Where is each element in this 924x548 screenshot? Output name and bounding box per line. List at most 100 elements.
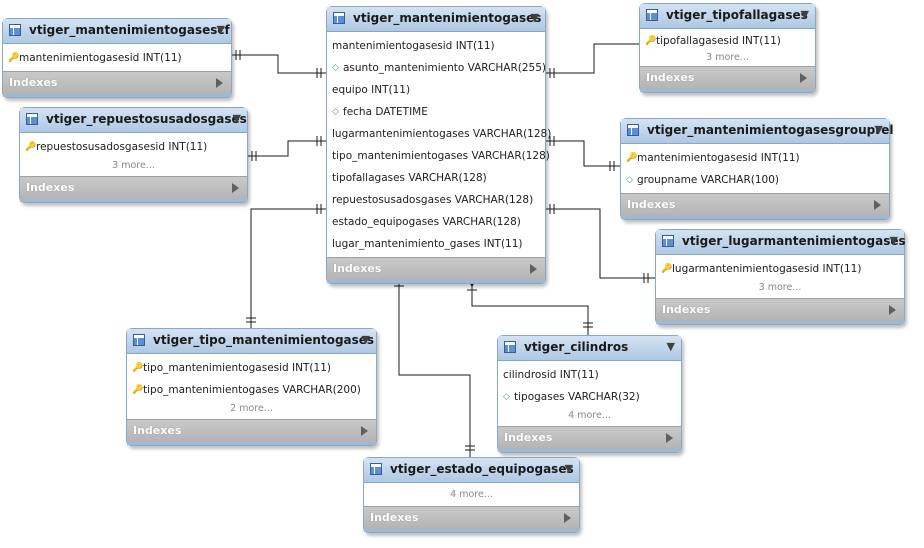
column-row[interactable]: lugar_mantenimiento_gases INT(11) xyxy=(327,233,545,255)
expand-triangle-icon[interactable] xyxy=(874,200,881,210)
column-row[interactable]: estado_equipogases VARCHAR(128) xyxy=(327,211,545,233)
expand-triangle-icon[interactable] xyxy=(530,264,537,274)
table-footer xyxy=(127,442,376,445)
column-label: tipo_mantenimientogasesid INT(11) xyxy=(143,362,331,374)
more-columns-link[interactable]: 4 more... xyxy=(450,489,493,500)
column-row[interactable]: equipo INT(11) xyxy=(327,79,545,101)
more-columns-link[interactable]: 3 more... xyxy=(758,282,802,293)
primary-key-icon: 🔑 xyxy=(645,36,657,46)
more-columns-link[interactable]: 2 more... xyxy=(230,403,273,414)
table-vtiger-mantenimientogasesgrouprel[interactable]: vtiger_mantenimientogasesgrouprel ▼ 🔑man… xyxy=(620,118,893,220)
collapse-arrow-icon[interactable]: ▼ xyxy=(874,123,883,136)
table-header[interactable]: vtiger_tipo_mantenimientogases ▼ xyxy=(127,329,376,354)
collapse-arrow-icon[interactable]: ▼ xyxy=(564,462,573,475)
column-row[interactable]: 🔑repuestosusadosgasesid INT(11) xyxy=(20,136,247,158)
relation-marker xyxy=(251,151,257,161)
column-list: cilindrosid INT(11) ◇tipogases VARCHAR(3… xyxy=(498,361,681,426)
table-name: vtiger_tipofallagases xyxy=(666,8,808,22)
collapse-arrow-icon[interactable]: ▼ xyxy=(232,112,241,125)
indexes-label: Indexes xyxy=(504,431,553,444)
table-name: vtiger_estado_equipogases xyxy=(390,462,574,476)
column-row[interactable]: tipofallagases VARCHAR(128) xyxy=(327,167,545,189)
column-row[interactable]: lugarmantenimientogases VARCHAR(128) xyxy=(327,123,551,145)
table-vtiger-cilindros[interactable]: vtiger_cilindros ▼ cilindrosid INT(11) ◇… xyxy=(497,335,682,453)
indexes-section[interactable]: Indexes xyxy=(498,426,681,449)
expand-triangle-icon[interactable] xyxy=(666,433,673,443)
table-header[interactable]: vtiger_repuestosusadosgases ▼ xyxy=(20,108,247,133)
expand-triangle-icon[interactable] xyxy=(889,305,896,315)
relation-line-cilindros xyxy=(471,276,589,335)
table-header[interactable]: vtiger_cilindros ▼ xyxy=(498,336,681,361)
relation-marker xyxy=(246,317,256,323)
indexes-label: Indexes xyxy=(26,181,75,194)
primary-key-icon: 🔑 xyxy=(661,264,673,274)
column-row[interactable]: mantenimientogasesid INT(11) xyxy=(327,35,545,57)
expand-triangle-icon[interactable] xyxy=(361,426,368,436)
more-columns-link[interactable]: 3 more... xyxy=(112,160,155,171)
indexes-section[interactable]: Indexes xyxy=(20,176,247,199)
column-row[interactable]: ◇asunto_mantenimiento VARCHAR(255) xyxy=(327,57,546,79)
table-header[interactable]: vtiger_mantenimientogasesgrouprel ▼ xyxy=(621,119,893,144)
expand-triangle-icon[interactable] xyxy=(564,513,571,523)
table-vtiger-mantenimientogases[interactable]: vtiger_mantenimientogases ▼ mantenimient… xyxy=(326,6,551,284)
column-row[interactable]: cilindrosid INT(11) xyxy=(498,364,681,386)
column-label: fecha DATETIME xyxy=(343,106,428,118)
relation-marker xyxy=(609,161,615,171)
table-name: vtiger_repuestosusadosgases xyxy=(46,112,247,126)
relation-marker xyxy=(316,136,322,146)
collapse-arrow-icon[interactable]: ▼ xyxy=(361,333,370,346)
column-row[interactable]: repuestosusadosgases VARCHAR(128) xyxy=(327,189,545,211)
collapse-arrow-icon[interactable]: ▼ xyxy=(889,234,898,247)
expand-triangle-icon[interactable] xyxy=(800,73,807,83)
indexes-section[interactable]: Indexes xyxy=(656,298,904,321)
table-header[interactable]: vtiger_lugarmantenimientogases ▼ xyxy=(656,230,906,255)
column-label: cilindrosid INT(11) xyxy=(503,369,599,381)
table-icon xyxy=(646,9,658,21)
table-name: vtiger_lugarmantenimientogases xyxy=(682,234,906,248)
column-label: tipogases VARCHAR(32) xyxy=(514,391,640,403)
table-header[interactable]: vtiger_estado_equipogases ▼ xyxy=(364,458,579,483)
table-name: vtiger_cilindros xyxy=(524,340,629,354)
column-row[interactable]: 🔑tipo_mantenimientogases VARCHAR(200) xyxy=(127,379,376,401)
more-columns-link[interactable]: 3 more... xyxy=(706,52,749,63)
collapse-arrow-icon[interactable]: ▼ xyxy=(800,8,809,21)
column-row[interactable]: 🔑lugarmantenimientogasesid INT(11) xyxy=(656,258,904,280)
indexes-section[interactable]: Indexes xyxy=(364,506,579,529)
table-vtiger-estado-equipogases[interactable]: vtiger_estado_equipogases ▼ 4 more... In… xyxy=(363,457,580,533)
table-header[interactable]: vtiger_tipofallagases ▼ xyxy=(640,4,815,29)
column-row[interactable]: ◇fecha DATETIME xyxy=(327,101,545,123)
relation-line-tipo-mant xyxy=(250,208,326,328)
table-footer xyxy=(3,94,231,97)
table-vtiger-lugarmantenimientogases[interactable]: vtiger_lugarmantenimientogases ▼ 🔑lugarm… xyxy=(655,229,906,325)
column-row[interactable]: ◇groupname VARCHAR(100) xyxy=(621,169,889,191)
nonkey-diamond-icon: ◇ xyxy=(626,175,633,185)
more-columns-link[interactable]: 4 more... xyxy=(568,410,611,421)
table-vtiger-mantenimientogasescf[interactable]: vtiger_mantenimientogasescf ▼ 🔑mantenimi… xyxy=(2,18,232,98)
column-row[interactable]: 🔑mantenimientogasesid INT(11) xyxy=(621,147,889,169)
indexes-section[interactable]: Indexes xyxy=(3,71,231,94)
column-list: 🔑repuestosusadosgasesid INT(11) 3 more..… xyxy=(20,133,247,176)
column-row[interactable]: 🔑tipo_mantenimientogasesid INT(11) xyxy=(127,357,376,379)
collapse-arrow-icon[interactable]: ▼ xyxy=(216,23,225,36)
expand-triangle-icon[interactable] xyxy=(216,78,223,88)
relation-line-tipofalla xyxy=(545,43,639,74)
table-header[interactable]: vtiger_mantenimientogases ▼ xyxy=(327,7,545,32)
collapse-arrow-icon[interactable]: ▼ xyxy=(666,340,675,353)
indexes-section[interactable]: Indexes xyxy=(640,66,815,89)
column-label: repuestosusadosgasesid INT(11) xyxy=(36,141,208,153)
indexes-section[interactable]: Indexes xyxy=(127,419,376,442)
indexes-section[interactable]: Indexes xyxy=(621,193,889,216)
collapse-arrow-icon[interactable]: ▼ xyxy=(530,11,539,24)
table-vtiger-tipofallagases[interactable]: vtiger_tipofallagases ▼ 🔑tipofallagasesi… xyxy=(639,3,816,93)
column-label: mantenimientogasesid INT(11) xyxy=(637,152,800,164)
expand-triangle-icon[interactable] xyxy=(232,183,239,193)
column-row[interactable]: ◇tipogases VARCHAR(32) xyxy=(498,386,681,408)
column-row[interactable]: 🔑mantenimientogasesid INT(11) xyxy=(3,47,231,69)
table-vtiger-repuestosusadosgases[interactable]: vtiger_repuestosusadosgases ▼ 🔑repuestos… xyxy=(19,107,248,203)
column-row[interactable]: 🔑tipofallagasesid INT(11) xyxy=(640,30,815,52)
column-row[interactable]: tipo_mantenimientogases VARCHAR(128) xyxy=(327,145,550,167)
table-header[interactable]: vtiger_mantenimientogasescf ▼ xyxy=(3,19,231,44)
column-label: lugarmantenimientogases VARCHAR(128) xyxy=(332,128,552,140)
indexes-section[interactable]: Indexes xyxy=(327,257,545,280)
table-vtiger-tipo-mantenimientogases[interactable]: vtiger_tipo_mantenimientogases ▼ 🔑tipo_m… xyxy=(126,328,377,446)
